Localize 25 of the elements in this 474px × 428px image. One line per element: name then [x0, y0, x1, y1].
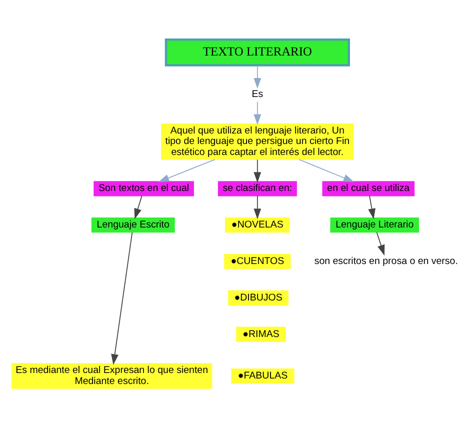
node-text: Es: [252, 89, 264, 100]
node-box: ●NOVELAS: [225, 218, 290, 233]
node-box: TEXTO LITERARIO: [164, 38, 350, 66]
arrow: [254, 65, 262, 89]
arrow: [254, 196, 262, 220]
node-text: son escritos en prosa o en verso.: [314, 256, 458, 267]
node-box: ●RIMAS: [236, 326, 286, 342]
arrow: [158, 159, 216, 182]
node-box: Aquel que utiliza el lenguaje literario, Un tipo de lenguaje que persigue un cierto Fin estético para captar el interés del lector.: [161, 123, 354, 160]
node-box: Lenguaje Escrito: [91, 218, 175, 233]
node-box: Es mediante el cual Expresan lo que sienten Mediante escrito.: [12, 363, 212, 389]
node-box: en el cual se utiliza: [322, 181, 415, 196]
arrow: [111, 232, 133, 365]
node-box: se clasifican en:: [218, 181, 297, 196]
arrow: [134, 196, 142, 220]
arrow: [376, 232, 385, 256]
node-box: ●CUENTOS: [224, 254, 291, 270]
node-box: Lenguaje Literario: [330, 218, 419, 233]
arrow: [298, 159, 354, 182]
arrow: [254, 159, 262, 183]
node-box: Son textos en el cual: [94, 181, 194, 196]
arrow: [254, 101, 262, 125]
arrow: [368, 196, 376, 220]
node-box: ●FABULAS: [231, 368, 294, 384]
node-box: ●DIBUJOS: [228, 290, 288, 306]
